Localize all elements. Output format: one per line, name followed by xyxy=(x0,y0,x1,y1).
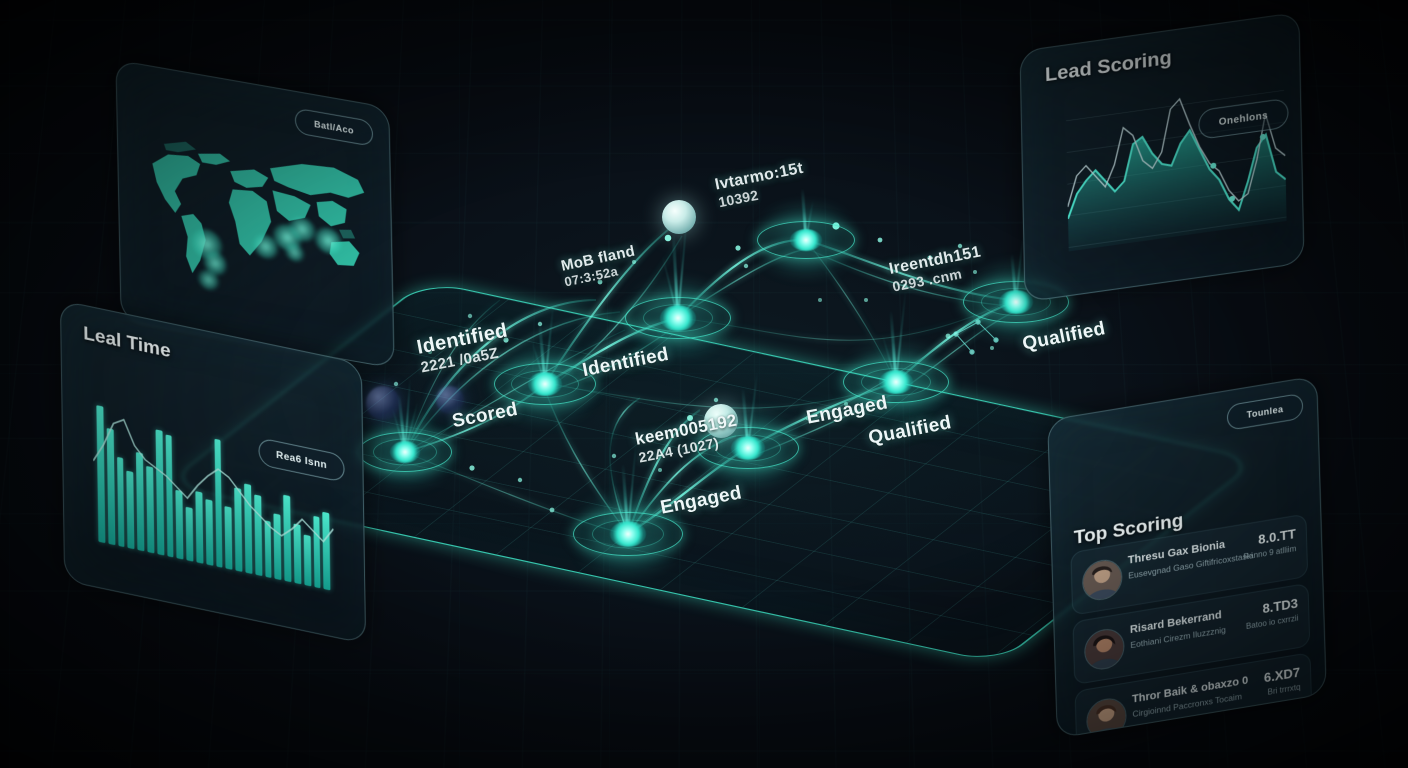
avatar xyxy=(1083,626,1125,673)
top-scoring-panel[interactable]: Top Scoring Tounlea Thresu Gax Bionia Eu… xyxy=(1047,375,1327,739)
realtime-panel-title: Leal Time xyxy=(83,323,171,363)
decorative-sphere-top xyxy=(662,200,696,234)
decorative-orb-blue-left xyxy=(366,386,400,420)
realtime-overlay-line xyxy=(92,418,335,543)
list-item-score-subtitle: Batoo io cxrrzii xyxy=(1245,613,1299,631)
list-item-score-subtitle: Ranno 9 atlliim xyxy=(1243,543,1297,562)
lead-scoring-panel-title: Lead Scoring xyxy=(1044,46,1172,86)
lead-scoring-panel[interactable]: Lead Scoring Onehlons xyxy=(1019,11,1305,303)
avatar xyxy=(1081,556,1123,604)
top-scoring-panel-badge[interactable]: Tounlea xyxy=(1226,392,1304,431)
list-item-score-subtitle: Bri trrrxtq xyxy=(1267,682,1301,697)
lead-scoring-chart xyxy=(1065,89,1287,252)
